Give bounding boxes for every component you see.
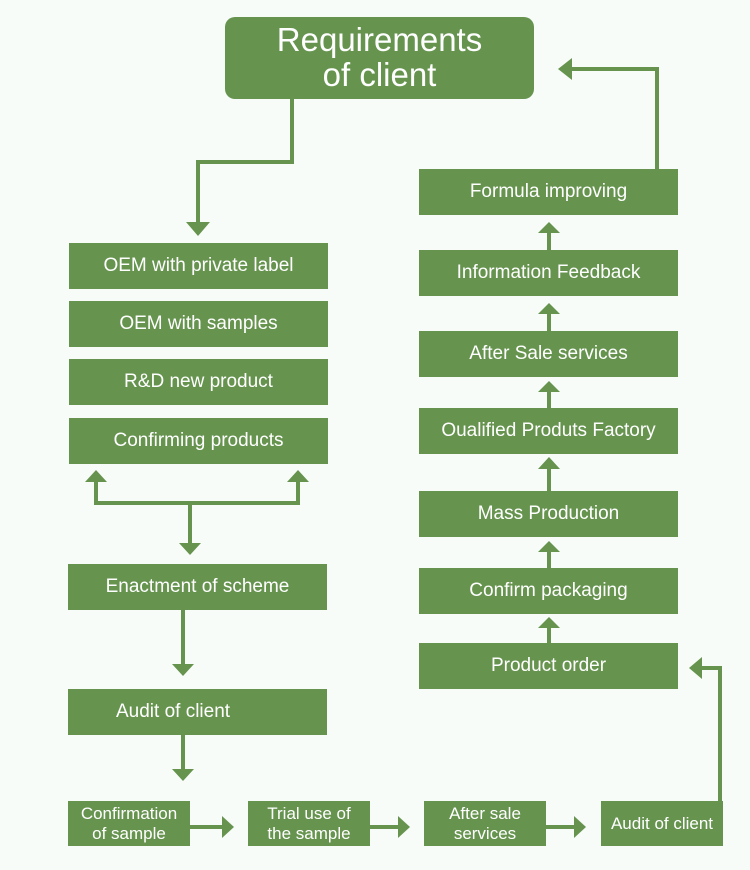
node-label: Confirming products: [113, 429, 284, 451]
arrowhead-up-icon: [538, 381, 560, 392]
node-qualified-products-factory: Oualified Produts Factory: [419, 408, 678, 454]
arrowhead-up-icon: [538, 617, 560, 628]
arrow-audit-to-product-order: [689, 657, 722, 801]
node-confirming-products: Confirming products: [69, 418, 328, 464]
arrow-product-order-to-confirm-packaging: [538, 617, 560, 643]
node-label: After sale services: [449, 804, 521, 843]
node-mass-production: Mass Production: [419, 491, 678, 537]
node-audit-of-client-bottom: Audit of client: [601, 801, 723, 846]
node-oem-samples: OEM with samples: [69, 301, 328, 347]
arrow-audit-to-confirmation: [172, 735, 194, 781]
node-label: Formula improving: [469, 180, 628, 202]
node-label: Audit of client: [610, 813, 714, 833]
node-label: Product order: [490, 654, 607, 676]
node-label: Information Feedback: [456, 261, 641, 283]
node-after-sale-services-bottom: After sale services: [424, 801, 546, 846]
node-label: Requirements of client: [276, 21, 483, 93]
arrow-confirmation-to-trial: [190, 816, 234, 838]
node-label: Oualified Produts Factory: [441, 419, 656, 441]
arrow-information-feedback-to-formula: [538, 222, 560, 250]
arrow-confirm-packaging-to-mass-production: [538, 541, 560, 568]
node-formula-improving: Formula improving: [419, 169, 678, 215]
arrowhead-down-icon: [172, 769, 194, 781]
node-oem-private-label: OEM with private label: [69, 243, 328, 289]
arrowhead-up-icon: [85, 470, 107, 482]
arrow-mass-production-to-qualified-factory: [538, 457, 560, 491]
arrowhead-up-icon: [538, 303, 560, 314]
node-confirm-packaging: Confirm packaging: [419, 568, 678, 614]
node-label: OEM with samples: [119, 312, 278, 334]
arrow-formula-to-requirements: [558, 58, 659, 169]
arrowhead-left-icon: [558, 58, 572, 80]
arrow-branch-confirming-products: [85, 470, 309, 555]
node-product-order: Product order: [419, 643, 678, 689]
node-confirmation-of-sample: Confirmation of sample: [68, 801, 190, 846]
arrowhead-up-icon: [538, 222, 560, 233]
node-rd-new-product: R&D new product: [69, 359, 328, 405]
node-enactment-of-scheme: Enactment of scheme: [68, 564, 327, 610]
arrowhead-down-icon: [179, 543, 201, 555]
node-label: Enactment of scheme: [105, 575, 290, 597]
arrow-enactment-to-audit: [172, 610, 194, 676]
node-requirements-of-client: Requirements of client: [225, 17, 534, 99]
arrowhead-right-icon: [574, 816, 586, 838]
arrowhead-left-icon: [689, 657, 702, 679]
node-label: R&D new product: [124, 370, 273, 392]
arrow-qualified-factory-to-after-sale: [538, 381, 560, 408]
node-after-sale-services-right: After Sale services: [419, 331, 678, 377]
arrow-trial-to-after-sale: [370, 816, 410, 838]
arrow-title-to-oem-private-label: [186, 99, 294, 236]
node-trial-use-of-sample: Trial use of the sample: [248, 801, 370, 846]
arrowhead-up-icon: [538, 541, 560, 552]
node-label: After Sale services: [469, 342, 628, 364]
arrowhead-down-icon: [172, 664, 194, 676]
node-audit-of-client-left: Audit of client: [68, 689, 327, 735]
arrowhead-right-icon: [222, 816, 234, 838]
node-label: Trial use of the sample: [267, 804, 351, 843]
node-label: Confirm packaging: [469, 579, 628, 601]
node-information-feedback: Information Feedback: [419, 250, 678, 296]
arrow-after-sale-to-information-feedback: [538, 303, 560, 331]
node-label: OEM with private label: [103, 254, 294, 276]
node-label: Confirmation of sample: [80, 804, 178, 843]
node-label: Audit of client: [116, 700, 231, 722]
arrowhead-up-icon: [538, 457, 560, 469]
arrowhead-up-icon: [287, 470, 309, 482]
arrow-after-sale-to-audit: [546, 816, 586, 838]
arrowhead-right-icon: [398, 816, 410, 838]
node-label: Mass Production: [477, 502, 620, 524]
arrowhead-down-icon: [186, 222, 210, 236]
